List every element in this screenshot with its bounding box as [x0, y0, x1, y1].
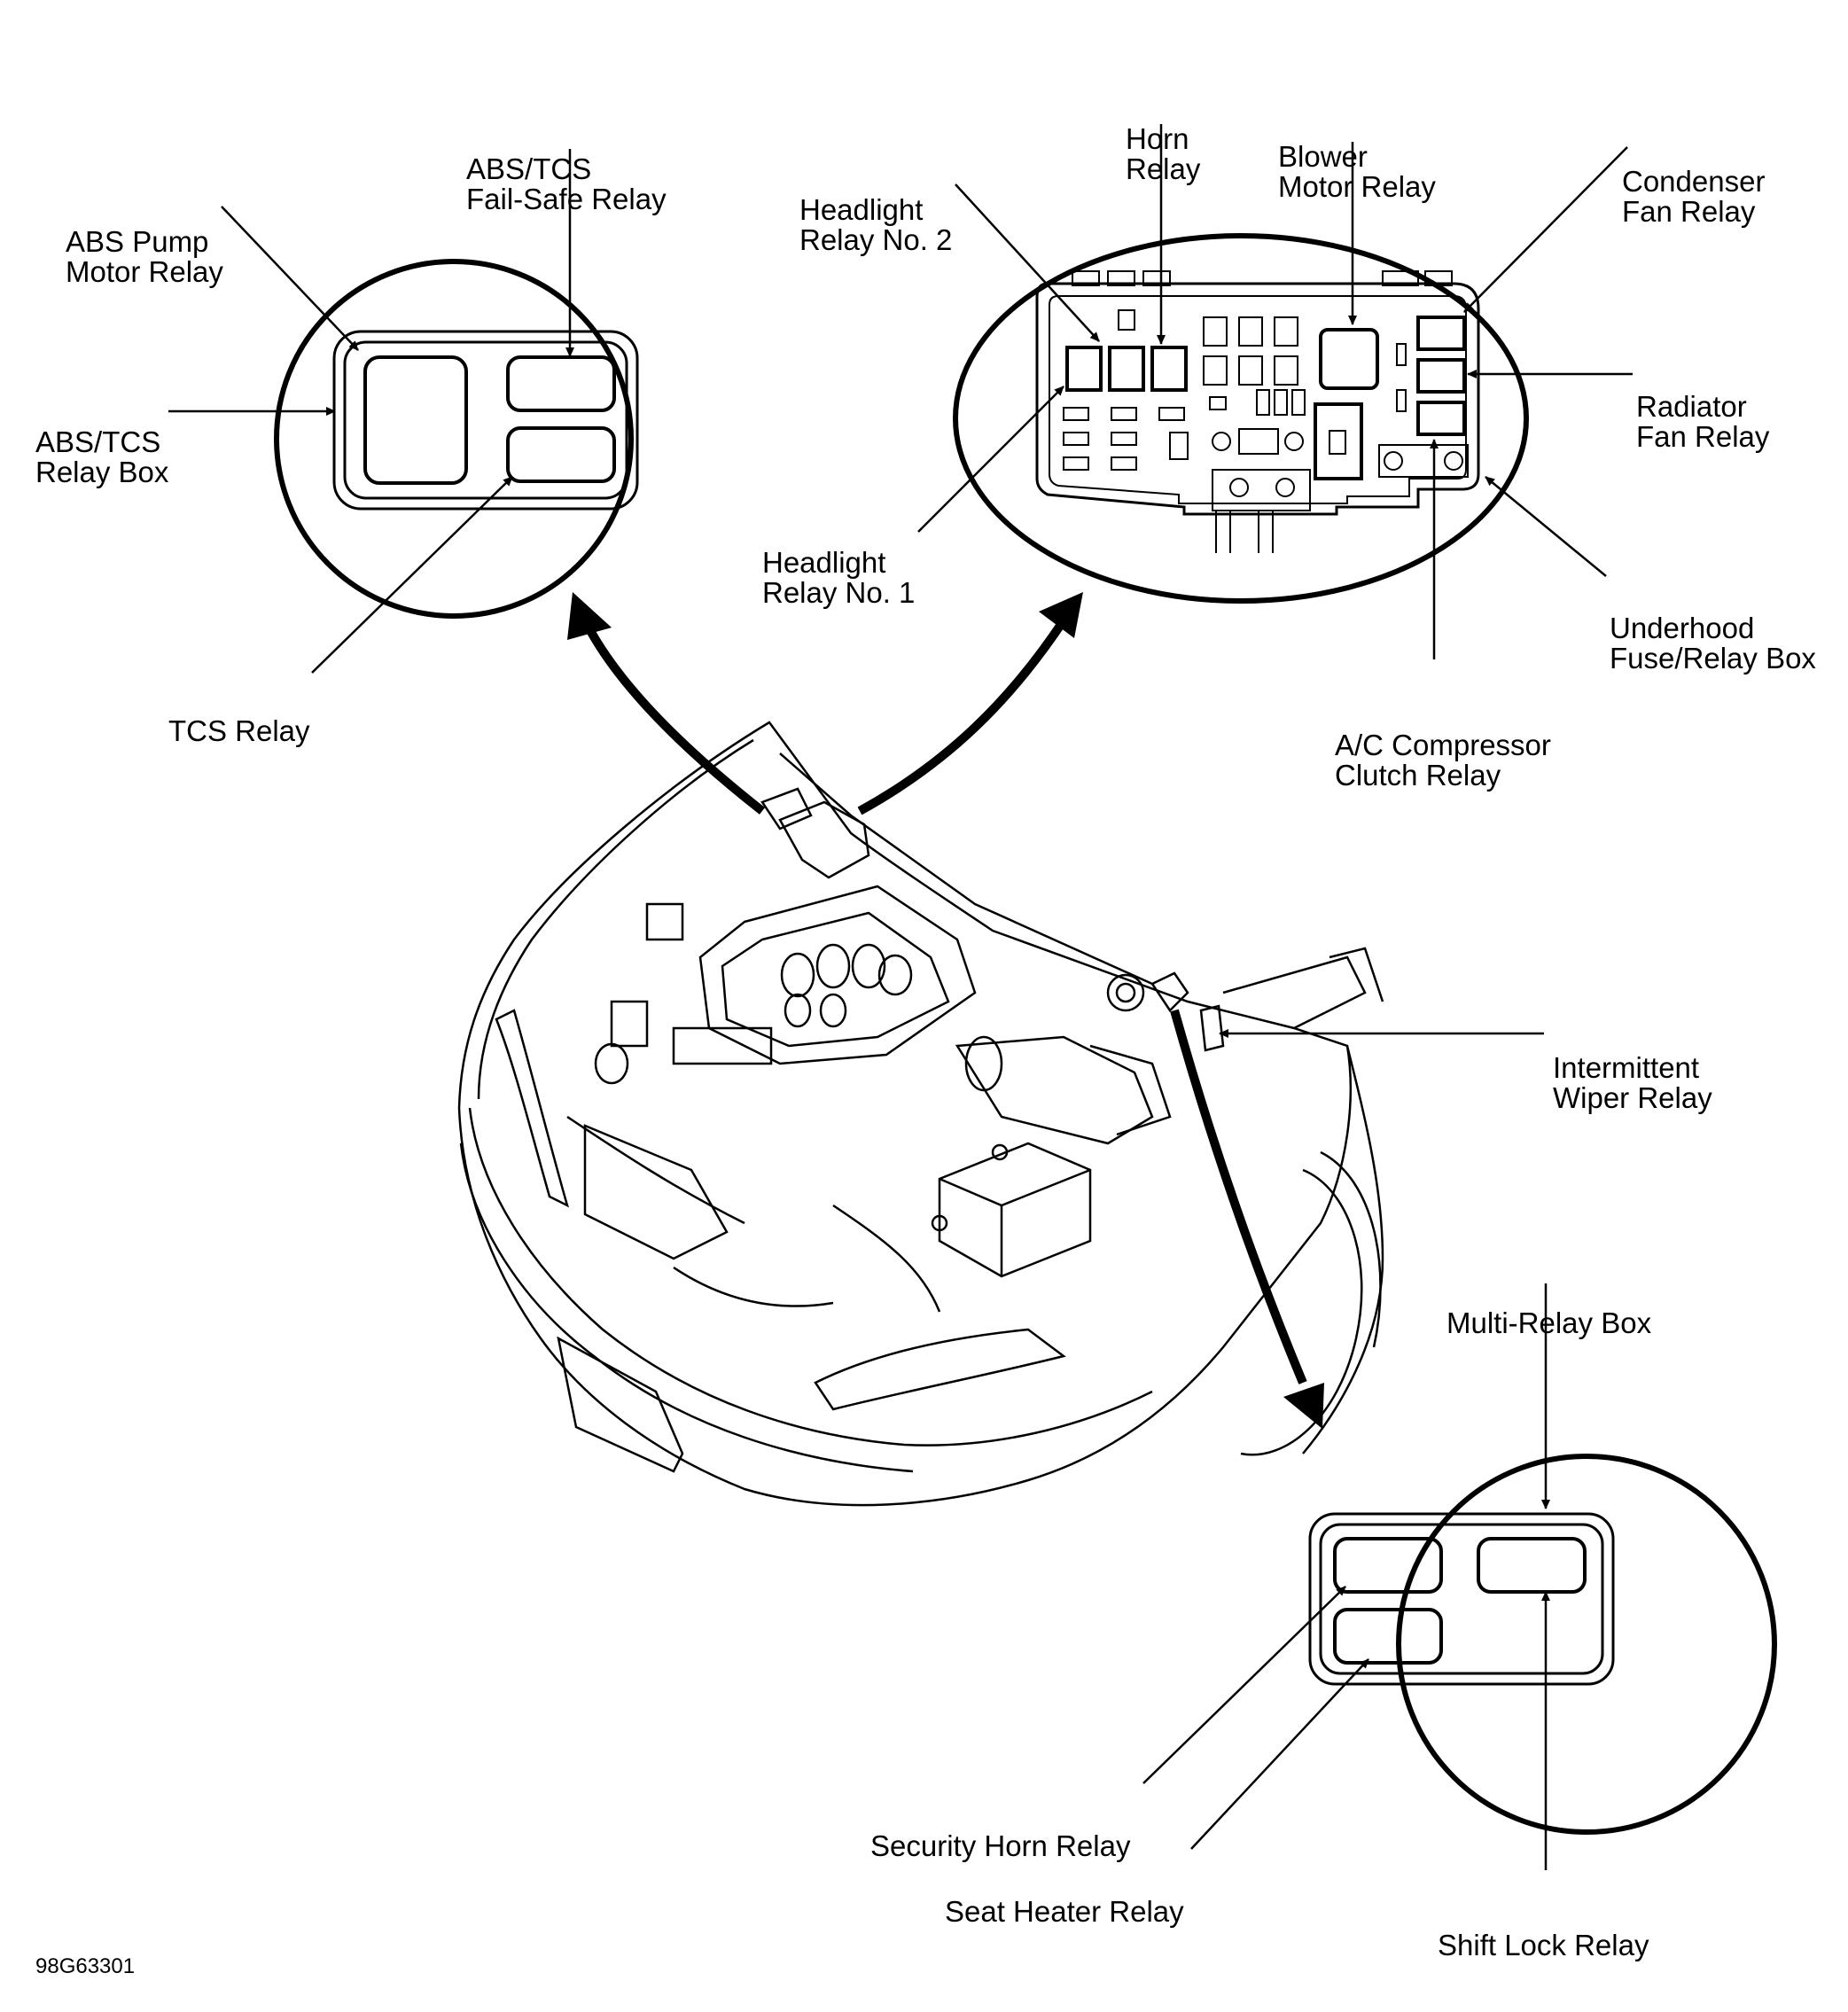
label-tcs-relay: TCS Relay — [168, 714, 310, 747]
diagram-id: 98G63301 — [35, 1954, 136, 1978]
pointer-arrows — [567, 592, 1324, 1429]
label-shift-lock-relay: Shift Lock Relay — [1438, 1929, 1649, 1961]
underhood-fuse-relay-box-inset — [953, 233, 1529, 604]
abs-tcs-relay-box-inset — [274, 259, 639, 619]
label-multi-relay-box: Multi-Relay Box — [1446, 1306, 1652, 1339]
label-security-horn-relay: Security Horn Relay — [870, 1829, 1131, 1862]
label-seat-heater-relay: Seat Heater Relay — [945, 1895, 1184, 1928]
car-engine-bay-drawing — [457, 721, 1384, 1507]
multi-relay-box-inset — [1308, 1454, 1777, 1835]
